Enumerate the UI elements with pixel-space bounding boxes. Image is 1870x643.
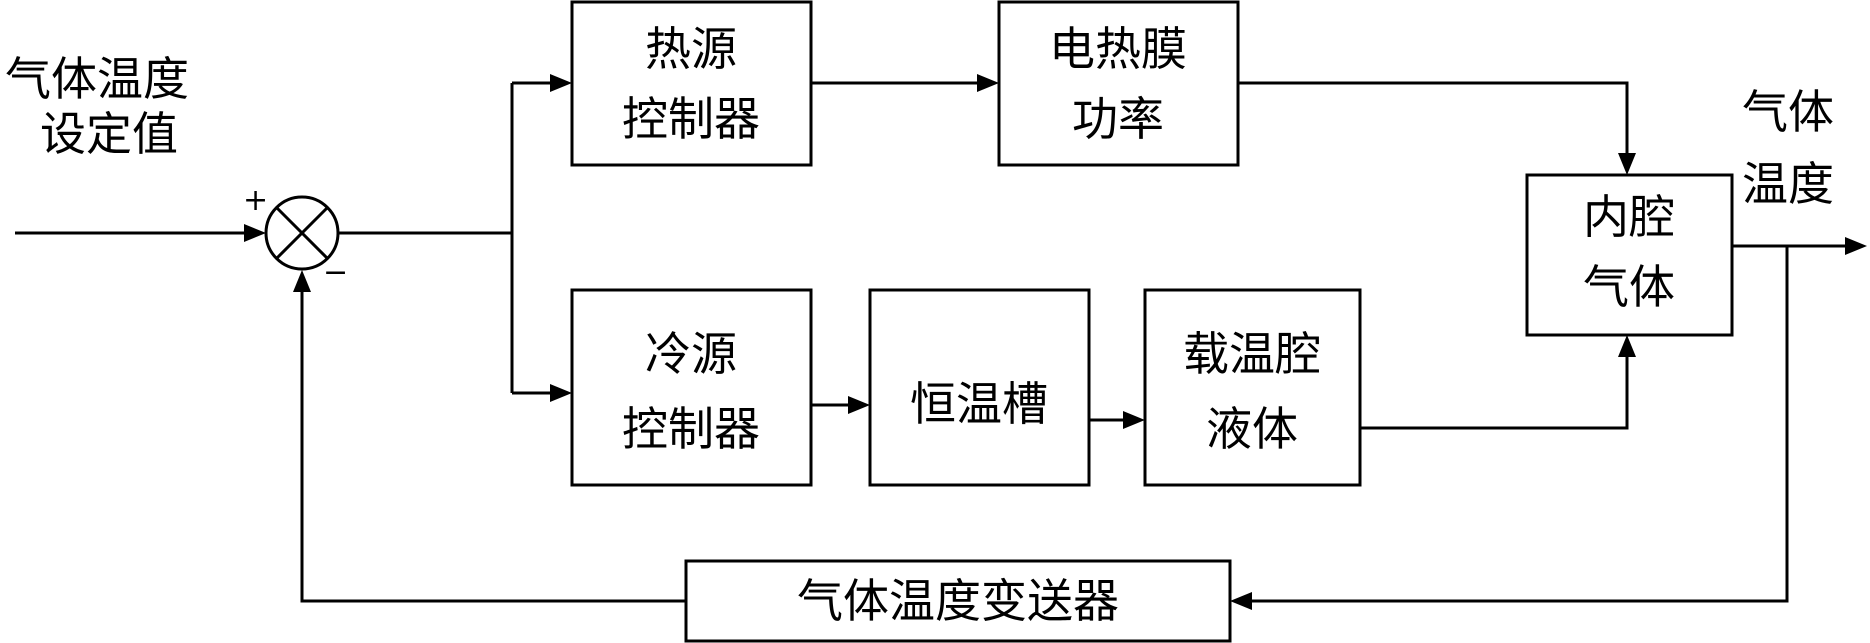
thermostat-bath-label: 恒温槽 bbox=[910, 377, 1048, 431]
transmitter-block bbox=[684, 559, 1232, 643]
heat-controller-line2: 控制器 bbox=[622, 92, 760, 146]
cold-controller-line2: 控制器 bbox=[622, 402, 760, 456]
input-arrowhead bbox=[244, 224, 266, 242]
film-power-line1: 电热膜 bbox=[1049, 22, 1187, 76]
arrowhead-cold-controller bbox=[550, 384, 572, 402]
heat-controller-line1: 热源 bbox=[645, 22, 737, 76]
arrowhead-film-power bbox=[977, 74, 999, 92]
cold-controller-block bbox=[570, 288, 813, 487]
minus-sign: − bbox=[323, 255, 348, 290]
arrowhead-gas-bottom bbox=[1618, 335, 1636, 357]
arrowhead-liquid bbox=[1123, 411, 1145, 429]
plus-sign: + bbox=[243, 183, 268, 218]
film-power-block bbox=[997, 0, 1240, 167]
input-label-line1: 气体温度 bbox=[5, 52, 189, 106]
arrowhead-heat-controller bbox=[550, 74, 572, 92]
transmitter-label: 气体温度变送器 bbox=[797, 574, 1119, 628]
arrowhead-bath bbox=[848, 396, 870, 414]
output-label-line2: 温度 bbox=[1742, 157, 1834, 211]
wire-liquid-to-gas bbox=[1360, 355, 1629, 430]
film-power-line2: 功率 bbox=[1072, 92, 1164, 146]
arrowhead-feedback-junction bbox=[293, 270, 311, 292]
feedback-wire-right bbox=[1250, 246, 1789, 603]
inner-gas-block bbox=[1525, 173, 1734, 337]
arrowhead-transmitter bbox=[1230, 592, 1252, 610]
wire-film-to-gas bbox=[1238, 81, 1629, 155]
output-label-line1: 气体 bbox=[1742, 85, 1834, 139]
inner-gas-line1: 内腔 bbox=[1583, 190, 1675, 244]
feedback-wire-left bbox=[300, 290, 686, 603]
carrier-liquid-line2: 液体 bbox=[1206, 402, 1298, 456]
cold-controller-line1: 冷源 bbox=[645, 327, 737, 381]
carrier-liquid-block bbox=[1143, 288, 1362, 487]
input-label-line2: 设定值 bbox=[40, 107, 178, 161]
thermostat-bath-block bbox=[868, 288, 1091, 487]
output-arrowhead bbox=[1845, 237, 1867, 255]
inner-gas-line2: 气体 bbox=[1583, 260, 1675, 314]
carrier-liquid-line1: 载温腔 bbox=[1183, 327, 1321, 381]
arrowhead-gas-top bbox=[1618, 153, 1636, 175]
